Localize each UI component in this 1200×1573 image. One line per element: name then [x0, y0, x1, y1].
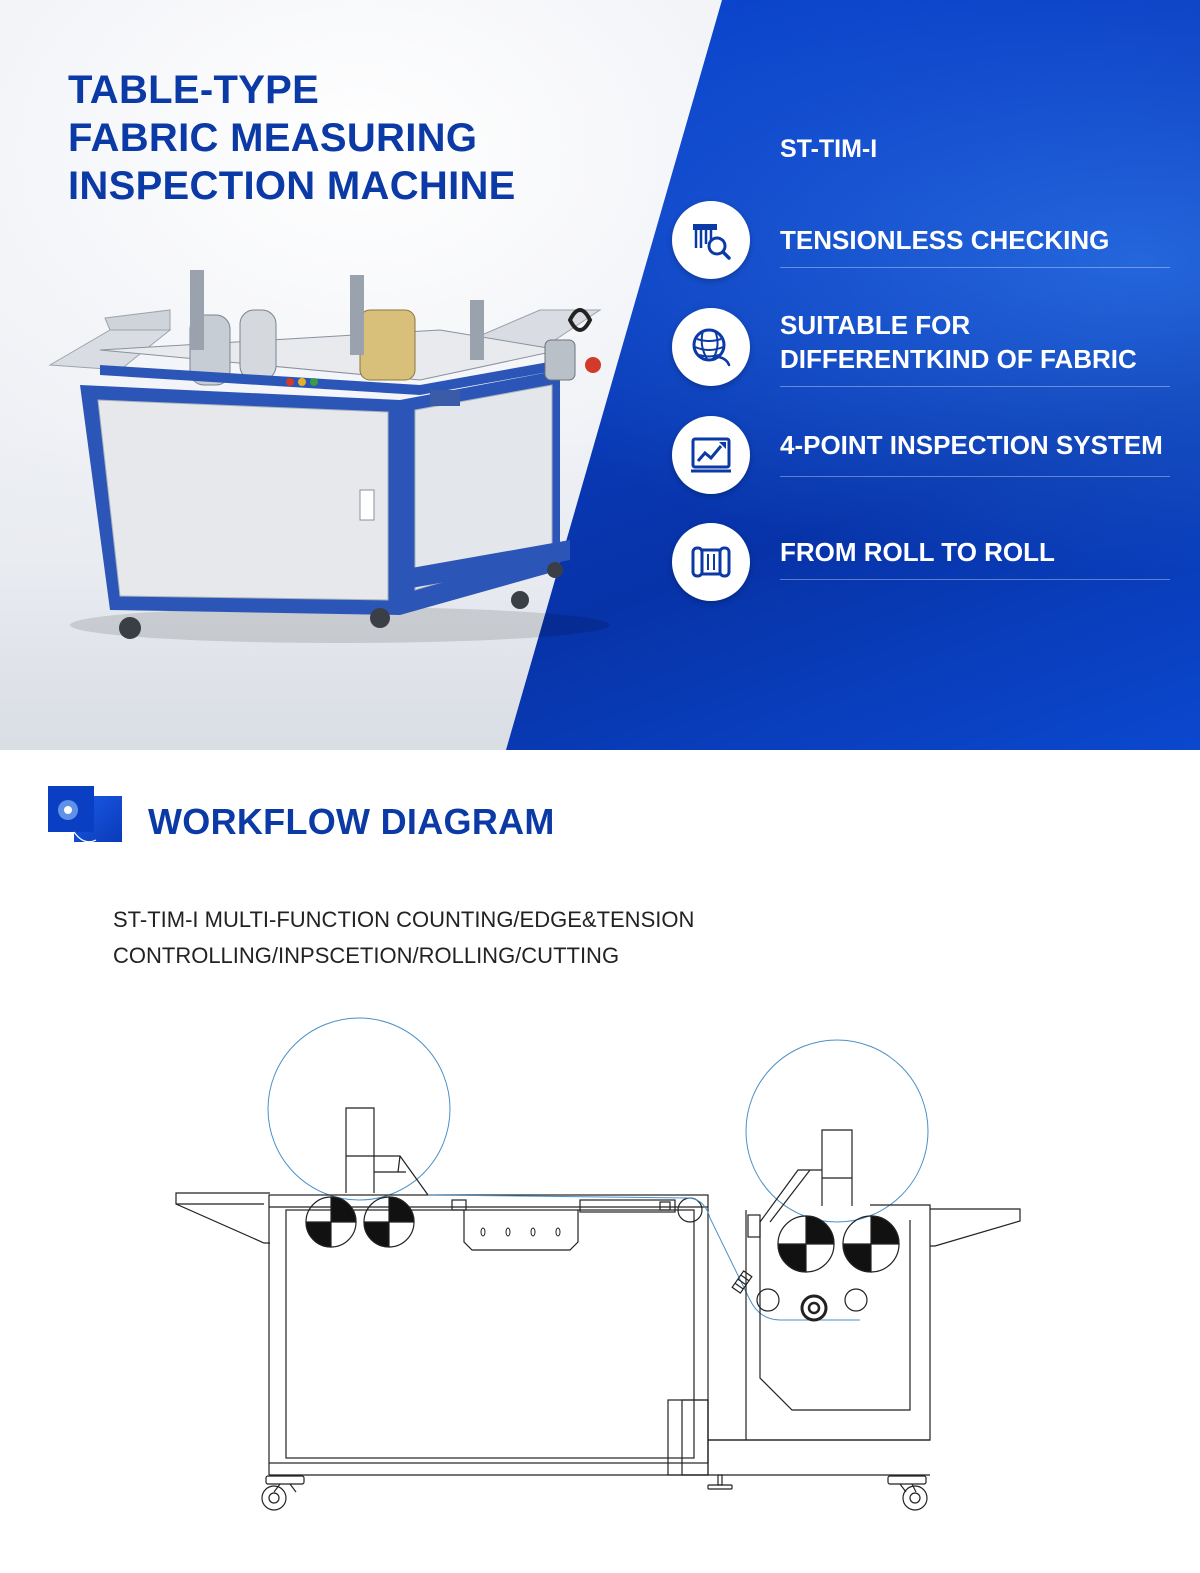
feature-icon-badge — [672, 523, 750, 601]
page-title: TABLE-TYPE FABRIC MEASURING INSPECTION M… — [68, 66, 628, 210]
roll-to-roll-icon — [691, 546, 731, 578]
main-table-frame — [268, 1194, 709, 1464]
divider — [780, 386, 1170, 387]
feature-tensionless: TENSIONLESS CHECKING — [672, 201, 1192, 281]
feature-label: 4-POINT INSPECTION SYSTEM — [780, 430, 1163, 460]
unwind-roll — [267, 1017, 451, 1201]
workflow-description: ST-TIM-I MULTI-FUNCTION COUNTING/EDGE&TE… — [113, 907, 695, 968]
rewinder-cabinet — [745, 1204, 931, 1441]
fabric-inspect-icon — [693, 224, 731, 260]
section-logo-icon — [48, 786, 122, 843]
caster-right — [887, 1475, 928, 1511]
right-wing-tray — [930, 1208, 1021, 1247]
divider — [780, 476, 1170, 477]
chart-trend-icon — [691, 437, 731, 473]
workflow-diagram — [175, 1017, 1021, 1511]
divider — [780, 267, 1170, 268]
cutter — [731, 1270, 753, 1294]
left-tension-rollers — [305, 1196, 415, 1248]
rewind-roll — [745, 1039, 929, 1223]
title-line-3: INSPECTION MACHINE — [68, 164, 516, 208]
yarn-ball-icon — [692, 328, 731, 367]
drive-roller — [800, 1294, 828, 1322]
divider — [780, 579, 1170, 580]
feature-roll-to-roll: FROM ROLL TO ROLL — [672, 523, 1192, 603]
section-title: WORKFLOW DIAGRAM — [148, 801, 555, 842]
hero-banner: TABLE-TYPE FABRIC MEASURING INSPECTION M… — [0, 0, 1200, 750]
feature-label: FROM ROLL TO ROLL — [780, 537, 1055, 567]
fabric-path — [427, 1194, 860, 1321]
feature-label: TENSIONLESS CHECKING — [780, 225, 1110, 255]
counter-box — [463, 1210, 579, 1251]
feature-icon-badge — [672, 308, 750, 386]
title-line-1: TABLE-TYPE — [68, 68, 320, 112]
feature-icon-badge — [672, 416, 750, 494]
caster-left — [261, 1475, 305, 1511]
feature-icon-badge — [672, 201, 750, 279]
feature-4-point: 4-POINT INSPECTION SYSTEM — [672, 416, 1192, 496]
machine-photo — [48, 270, 610, 643]
feature-label: SUITABLE FOR DIFFERENTKIND OF FABRIC — [780, 310, 1137, 374]
feature-fabric-types: SUITABLE FOR DIFFERENTKIND OF FABRIC — [672, 308, 1192, 388]
left-wing-tray — [175, 1192, 270, 1244]
model-number: ST-TIM-I — [780, 135, 878, 163]
title-line-2: FABRIC MEASURING — [68, 116, 478, 160]
right-tension-rollers — [777, 1215, 900, 1273]
